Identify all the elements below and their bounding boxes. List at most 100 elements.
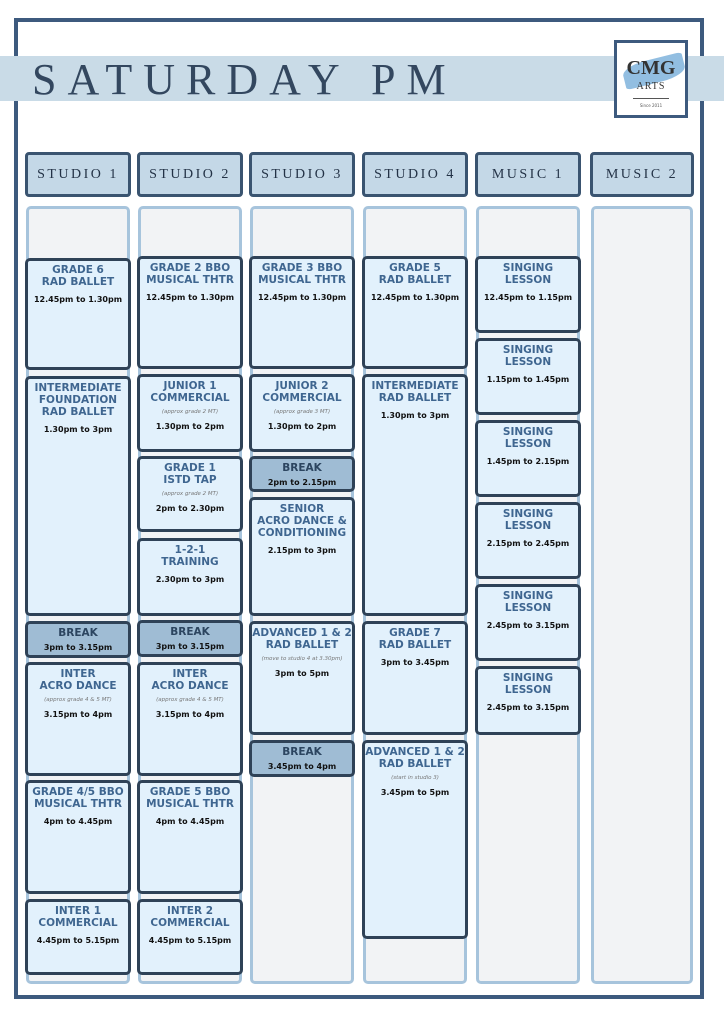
class-block[interactable]: SENIOR ACRO DANCE & CONDITIONING 2.15pm t…	[249, 497, 355, 616]
class-name: INTER 2 COMMERCIAL	[150, 905, 230, 929]
class-block[interactable]: GRADE 5 BBO MUSICAL THTR 4pm to 4.45pm	[137, 780, 243, 894]
class-block[interactable]: GRADE 4/5 BBO MUSICAL THTR 4pm to 4.45pm	[25, 780, 131, 894]
logo-text: CMG	[626, 57, 676, 79]
class-time: 4pm to 4.45pm	[155, 817, 225, 826]
class-block[interactable]: GRADE 7 RAD BALLET 3pm to 3.45pm	[362, 621, 468, 735]
class-time: 2.15pm to 2.45pm	[486, 539, 570, 548]
class-time: 12.45pm to 1.30pm	[370, 293, 460, 302]
class-time: 12.45pm to 1.30pm	[145, 293, 235, 302]
page-frame	[14, 18, 704, 999]
class-block[interactable]: INTER 2 COMMERCIAL 4.45pm to 5.15pm	[137, 899, 243, 975]
class-block[interactable]: SINGING LESSON 2.45pm to 3.15pm	[475, 584, 581, 661]
class-name: GRADE 5 BBO MUSICAL THTR	[146, 786, 234, 810]
class-time: 2.15pm to 3pm	[267, 546, 337, 555]
class-name: GRADE 7 RAD BALLET	[378, 627, 452, 651]
class-name: GRADE 1 ISTD TAP	[163, 462, 217, 486]
class-note: (approx grade 4 & 5 MT)	[156, 697, 224, 703]
class-name: INTER 1 COMMERCIAL	[38, 905, 118, 929]
class-time: 3.45pm to 5pm	[380, 788, 450, 797]
class-name: INTER ACRO DANCE	[39, 668, 117, 692]
class-name: GRADE 3 BBO MUSICAL THTR	[258, 262, 346, 286]
class-time: 4.45pm to 5.15pm	[36, 936, 120, 945]
class-block[interactable]: ADVANCED 1 & 2 RAD BALLET (start in studi…	[362, 740, 468, 939]
class-name: GRADE 5 RAD BALLET	[378, 262, 452, 286]
class-note: (move to studio 4 at 3.30pm)	[261, 656, 343, 662]
logo-subtext: ARTS	[636, 81, 666, 92]
class-time: 3.15pm to 4pm	[43, 710, 113, 719]
class-name: SINGING LESSON	[502, 590, 554, 614]
class-time: 3.45pm to 4pm	[267, 762, 337, 771]
logo-divider	[633, 98, 669, 99]
class-block[interactable]: SINGING LESSON 2.15pm to 2.45pm	[475, 502, 581, 579]
class-name: BREAK	[282, 746, 322, 758]
class-time: 2.45pm to 3.15pm	[486, 621, 570, 630]
class-block[interactable]: INTER ACRO DANCE (approx grade 4 & 5 MT) 3…	[25, 662, 131, 776]
class-time: 3.15pm to 4pm	[155, 710, 225, 719]
class-block[interactable]: GRADE 1 ISTD TAP (approx grade 2 MT) 2pm t…	[137, 456, 243, 532]
class-name: ADVANCED 1 & 2 RAD BALLET	[365, 746, 465, 770]
class-name: JUNIOR 1 COMMERCIAL	[150, 380, 230, 404]
class-time: 12.45pm to 1.30pm	[33, 295, 123, 304]
class-block[interactable]: SINGING LESSON 1.45pm to 2.15pm	[475, 420, 581, 497]
class-name: INTERMEDIATE FOUNDATION RAD BALLET	[34, 382, 122, 418]
class-name: SINGING LESSON	[502, 262, 554, 286]
class-time: 1.30pm to 2pm	[267, 422, 337, 431]
class-block[interactable]: ADVANCED 1 & 2 RAD BALLET (move to studio…	[249, 621, 355, 735]
column-header-studio-2: STUDIO 2	[137, 152, 243, 197]
class-name: SENIOR ACRO DANCE & CONDITIONING	[257, 503, 347, 539]
class-name: GRADE 4/5 BBO MUSICAL THTR	[32, 786, 124, 810]
column-header-studio-3: STUDIO 3	[249, 152, 355, 197]
logo-since: Since 2011	[639, 103, 663, 108]
column-header-studio-4: STUDIO 4	[362, 152, 468, 197]
class-block[interactable]: JUNIOR 1 COMMERCIAL (approx grade 2 MT) 1.…	[137, 374, 243, 452]
class-name: SINGING LESSON	[502, 426, 554, 450]
class-time: 1.30pm to 2pm	[155, 422, 225, 431]
class-time: 3pm to 3.45pm	[380, 658, 450, 667]
class-name: SINGING LESSON	[502, 672, 554, 696]
class-name: GRADE 2 BBO MUSICAL THTR	[146, 262, 234, 286]
class-time: 1.30pm to 3pm	[380, 411, 450, 420]
class-time: 1.45pm to 2.15pm	[486, 457, 570, 466]
class-name: 1-2-1 TRAINING	[161, 544, 219, 568]
class-time: 4pm to 4.45pm	[43, 817, 113, 826]
class-name: INTERMEDIATE RAD BALLET	[371, 380, 459, 404]
class-block[interactable]: INTERMEDIATE RAD BALLET 1.30pm to 3pm	[362, 374, 468, 616]
column-header-studio-1: STUDIO 1	[25, 152, 131, 197]
class-block[interactable]: JUNIOR 2 COMMERCIAL (approx grade 3 MT) 1.…	[249, 374, 355, 452]
class-name: BREAK	[58, 627, 98, 639]
class-name: SINGING LESSON	[502, 508, 554, 532]
title-band	[0, 56, 724, 101]
class-name: SINGING LESSON	[502, 344, 554, 368]
column-music-2	[591, 206, 693, 984]
class-block[interactable]: INTER 1 COMMERCIAL 4.45pm to 5.15pm	[25, 899, 131, 975]
column-header-music-1: MUSIC 1	[475, 152, 581, 197]
class-time: 2.30pm to 3pm	[155, 575, 225, 584]
class-time: 2pm to 2.15pm	[267, 478, 337, 487]
class-name: ADVANCED 1 & 2 RAD BALLET	[252, 627, 352, 651]
class-block[interactable]: 1-2-1 TRAINING 2.30pm to 3pm	[137, 538, 243, 616]
class-note: (approx grade 2 MT)	[161, 491, 219, 497]
class-name: JUNIOR 2 COMMERCIAL	[262, 380, 342, 404]
class-block[interactable]: GRADE 2 BBO MUSICAL THTR 12.45pm to 1.30p…	[137, 256, 243, 369]
cmg-arts-logo: CMG ARTS Since 2011	[614, 40, 688, 118]
class-note: (start in studio 3)	[391, 775, 439, 781]
class-time: 3pm to 5pm	[274, 669, 330, 678]
class-block[interactable]: INTER ACRO DANCE(approx grade 4 & 5 MT)3…	[137, 662, 243, 776]
class-note: (approx grade 4 & 5 MT)	[44, 697, 112, 703]
class-time: 2pm to 2.30pm	[155, 504, 225, 513]
class-block[interactable]: SINGING LESSON 1.15pm to 1.45pm	[475, 338, 581, 415]
break-block[interactable]: BREAK 3.45pm to 4pm	[249, 740, 355, 777]
class-time: 1.15pm to 1.45pm	[486, 375, 570, 384]
class-note: (approx grade 2 MT)	[161, 409, 219, 415]
class-time: 4.45pm to 5.15pm	[148, 936, 232, 945]
class-note: (approx grade 3 MT)	[273, 409, 331, 415]
class-block[interactable]: GRADE 5 RAD BALLET 12.45pm to 1.30pm	[362, 256, 468, 369]
